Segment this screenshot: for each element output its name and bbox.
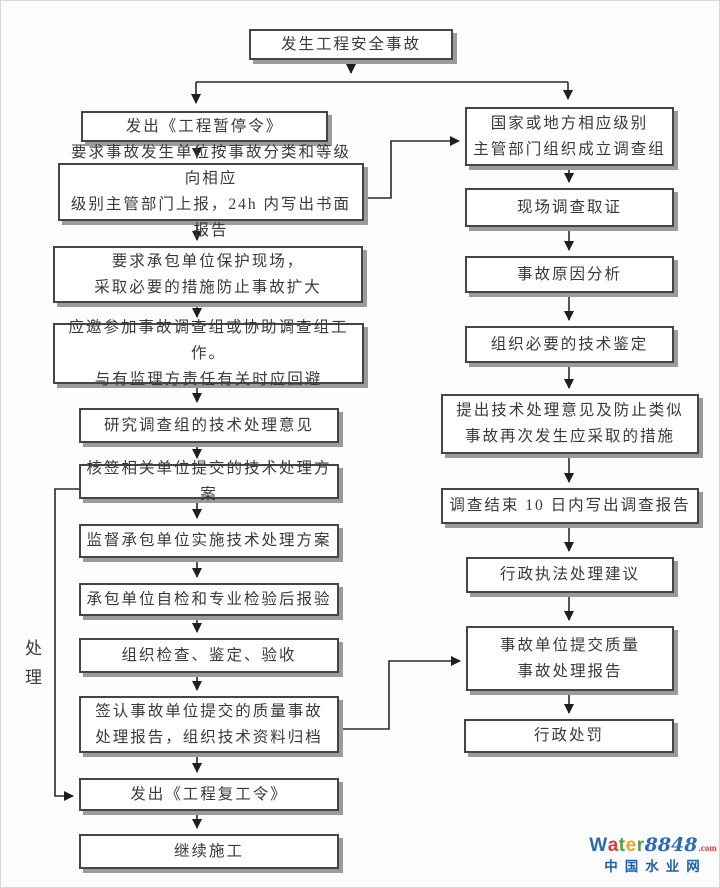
node-form-investigation-team: 国家或地方相应级别 主管部门组织成立调查组 — [465, 107, 674, 166]
node-report-to-authorities: 要求事故发生单位按事故分类和等级向相应 级别主管部门上报，24h 内写出书面报告 — [58, 144, 364, 239]
node-investigation-report: 调查结束 10 日内写出调查报告 — [441, 488, 699, 524]
logo-letter: t — [618, 835, 626, 856]
logo-tld: .com — [698, 843, 717, 853]
node-issue-suspension-order: 发出《工程暂停令》 — [81, 111, 328, 142]
node-countersign-technical-plan: 核签相关单位提交的技术处理方案 — [79, 460, 339, 503]
node-contractor-self-inspection: 承包单位自检和专业检验后报验 — [79, 583, 339, 616]
node-organize-inspection-acceptance: 组织检查、鉴定、验收 — [79, 638, 339, 673]
node-sign-report-archive-data: 签认事故单位提交的质量事故 处理报告，组织技术资料归档 — [79, 696, 339, 753]
node-supervise-implementation: 监督承包单位实施技术处理方案 — [79, 524, 339, 558]
logo-number: 8848 — [644, 834, 698, 856]
node-enforcement-suggestion: 行政执法处理建议 — [466, 557, 674, 593]
site-name: 中国水业网 — [604, 859, 707, 874]
node-protect-site: 要求承包单位保护现场， 采取必要的措施防止事故扩大 — [53, 246, 363, 303]
node-study-technical-opinions: 研究调查组的技术处理意见 — [79, 408, 339, 443]
node-propose-measures: 提出技术处理意见及防止类似 事故再次发生应采取的措施 — [441, 394, 699, 454]
node-unit-submits-report: 事故单位提交质量 事故处理报告 — [466, 626, 674, 691]
logo-letter: r — [636, 835, 645, 856]
node-site-investigation: 现场调查取证 — [465, 188, 674, 227]
node-technical-appraisal: 组织必要的技术鉴定 — [465, 326, 674, 363]
logo-letter: W — [589, 835, 608, 856]
node-issue-resume-work-order: 发出《工程复工令》 — [79, 778, 339, 811]
logo-letter: e — [625, 835, 637, 856]
node-administrative-penalty: 行政处罚 — [464, 719, 674, 753]
node-continue-construction: 继续施工 — [79, 834, 339, 869]
logo-letter: a — [607, 835, 619, 856]
node-join-investigation-team: 应邀参加事故调查组或协助调查组工作。 与有监理方责任有关时应回避 — [53, 319, 364, 388]
node-accident-occurs: 发生工程安全事故 — [249, 29, 453, 60]
phase-label-handling: 处理 — [22, 639, 41, 697]
node-cause-analysis: 事故原因分析 — [465, 256, 674, 293]
